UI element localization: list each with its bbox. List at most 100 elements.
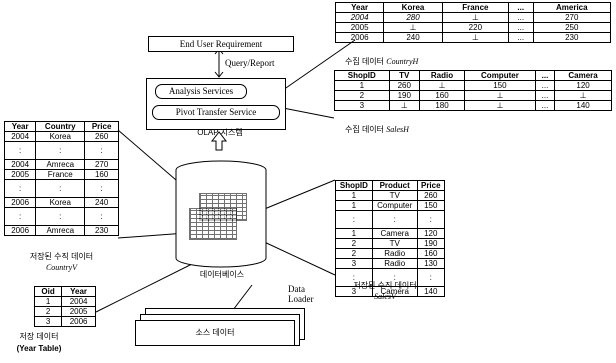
table-cell: : — [335, 210, 373, 229]
table-cell: 260 — [388, 80, 420, 91]
olap-label: OLAP 시스템 — [197, 128, 243, 137]
table-cell: 3 — [33, 316, 63, 327]
table-cell: ... — [534, 80, 556, 91]
table-cell: : — [35, 179, 86, 198]
table-cell: Radio — [371, 258, 418, 269]
table-cell: Amreca — [35, 225, 86, 236]
countryH-table: Year Korea France ... America 2004 280 ⊥… — [334, 2, 612, 43]
table-cell: 160 — [84, 169, 119, 180]
table-row: 1 260 ⊥ 150 ... 120 — [334, 80, 612, 91]
data-loader-label: Data Loader — [288, 284, 314, 304]
header-cell: ... — [507, 2, 534, 13]
table-cell: ... — [534, 100, 556, 111]
database-label: 데이터베이스 — [199, 270, 245, 279]
header-cell: Country — [35, 121, 86, 132]
header-cell: Computer — [464, 70, 536, 81]
header-cell: America — [532, 2, 612, 13]
table-cell: : — [84, 207, 119, 226]
header-cell: Oid — [33, 286, 63, 297]
table-cell: ⊥ — [441, 32, 509, 43]
table-cell: ⊥ — [383, 22, 443, 33]
table-cell: : — [84, 179, 119, 198]
header-cell: ShopID — [334, 70, 390, 81]
year-table-caption-kor: 저장 데이터 — [19, 332, 59, 341]
table-cell: 220 — [441, 22, 509, 33]
table-cell: 2004 — [3, 131, 37, 142]
salesV-caption-name: SalesV — [374, 292, 396, 301]
table-cell: TV — [371, 238, 418, 249]
table-cell: ... — [534, 90, 556, 101]
table-cell: 190 — [416, 238, 446, 249]
table-row: ::: — [3, 207, 119, 226]
table-cell: ⊥ — [554, 90, 612, 101]
table-cell: 150 — [464, 80, 536, 91]
table-cell: 2006 — [3, 197, 37, 208]
table-cell: Radio — [371, 248, 418, 259]
table-cell: : — [416, 210, 446, 229]
pivot-service-box: Pivot Transfer Service — [152, 105, 280, 120]
table-cell: : — [35, 207, 86, 226]
table-cell: 1 — [335, 200, 373, 211]
table-cell: 2005 — [61, 306, 96, 317]
header-cell: Korea — [383, 2, 443, 13]
table-cell: 270 — [84, 159, 119, 170]
salesV-caption-kor: 저장된 수직 데이터 — [353, 281, 417, 290]
countryV-header-row: Year Country Price — [3, 121, 119, 132]
header-cell: Product — [371, 180, 418, 191]
table-cell: 3 — [335, 258, 373, 269]
table-cell: France — [35, 169, 86, 180]
table-cell: 2 — [335, 248, 373, 259]
table-row: ::: — [3, 179, 119, 198]
table-cell: 2006 — [61, 316, 96, 327]
header-cell: France — [441, 2, 509, 13]
header-cell: TV — [388, 70, 420, 81]
salesH-table: ShopID TV Radio Computer ... Camera 1 26… — [334, 70, 612, 111]
table-cell: 240 — [84, 197, 119, 208]
table-cell: 1 — [335, 190, 373, 201]
table-cell: 2006 — [334, 32, 385, 43]
table-cell: 280 — [383, 12, 443, 23]
table-cell: 2005 — [334, 22, 385, 33]
table-cell: ... — [507, 22, 534, 33]
countryH-caption-kor: 수집 데이터 — [345, 57, 385, 66]
table-cell: ... — [507, 12, 534, 23]
table-cell: 180 — [418, 100, 466, 111]
header-cell: Camera — [554, 70, 612, 81]
table-cell: 2 — [334, 90, 390, 101]
table-cell: 2004 — [3, 159, 37, 170]
table-cell: 250 — [532, 22, 612, 33]
table-cell: 140 — [416, 286, 446, 297]
table-cell: : — [3, 207, 37, 226]
table-cell: ⊥ — [464, 90, 536, 101]
table-cell: ⊥ — [464, 100, 536, 111]
header-cell: Price — [84, 121, 119, 132]
salesH-caption: 수집 데이터 SalesH — [345, 124, 409, 135]
table-cell: 2004 — [61, 296, 96, 307]
table-cell: 270 — [532, 12, 612, 23]
table-cell: : — [371, 210, 418, 229]
table-cell: TV — [371, 190, 418, 201]
table-cell: : — [84, 141, 119, 160]
salesH-header-row: ShopID TV Radio Computer ... Camera — [334, 70, 612, 81]
countryV-caption-kor: 저장된 수직 데이터 — [29, 252, 94, 261]
table-cell: : — [3, 179, 37, 198]
header-cell: ShopID — [335, 180, 373, 191]
year-table-caption-name: (Year Table) — [16, 344, 62, 353]
header-cell: Year — [334, 2, 385, 13]
table-cell: ⊥ — [418, 80, 466, 91]
table-row: 2005 ⊥ 220 ... 250 — [334, 22, 612, 33]
table-cell: Korea — [35, 197, 86, 208]
table-cell: 1 — [335, 228, 373, 239]
table-cell: Computer — [371, 200, 418, 211]
table-cell: 140 — [554, 100, 612, 111]
table-cell: 160 — [416, 248, 446, 259]
